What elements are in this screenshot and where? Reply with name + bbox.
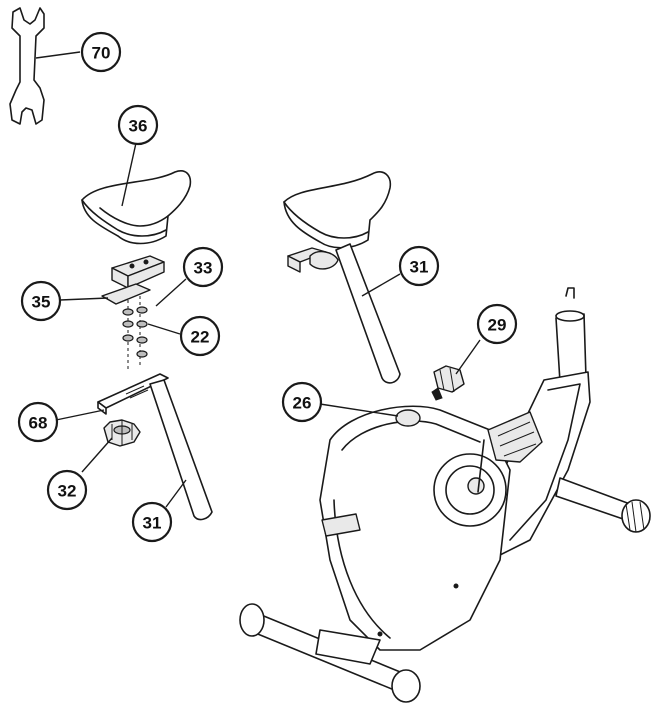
knob-part: [103, 419, 141, 447]
callout-cap: 26: [281, 381, 323, 423]
callout-label: 36: [129, 117, 148, 136]
callout-saddle: 36: [117, 104, 159, 146]
callout-wrench: 70: [80, 31, 122, 73]
callout-knob: 32: [46, 469, 88, 511]
bolt-and-washer-stack: [122, 296, 148, 370]
adjust-knob-part: [431, 365, 465, 401]
callout-adjust-knob: 29: [476, 303, 518, 345]
bike-frame-part: [239, 287, 651, 703]
wrench-part: [9, 7, 45, 125]
callout-label: 35: [32, 293, 51, 312]
callout-label: 29: [488, 316, 507, 335]
callout-label: 31: [410, 258, 429, 277]
saddle-part: [81, 170, 192, 245]
seat-post-left-part: [97, 373, 213, 521]
saddle-assembled-part: [283, 171, 401, 384]
callout-clamp-washer: 68: [17, 401, 59, 443]
leader-lines: [35, 51, 481, 508]
callout-seat-post-assembled: 31: [398, 245, 440, 287]
callout-label: 68: [29, 414, 48, 433]
callout-label: 31: [143, 514, 162, 533]
callout-seat-post: 31: [131, 501, 173, 543]
seat-bracket-part: [101, 255, 165, 305]
callout-label: 22: [191, 328, 210, 347]
callout-label: 33: [194, 259, 213, 278]
callout-label: 26: [293, 394, 312, 413]
callout-washer: 22: [179, 315, 221, 357]
callout-bracket: 35: [20, 280, 62, 322]
callout-bolt: 33: [182, 246, 224, 288]
callout-label: 70: [92, 44, 111, 63]
callout-label: 32: [58, 482, 77, 501]
